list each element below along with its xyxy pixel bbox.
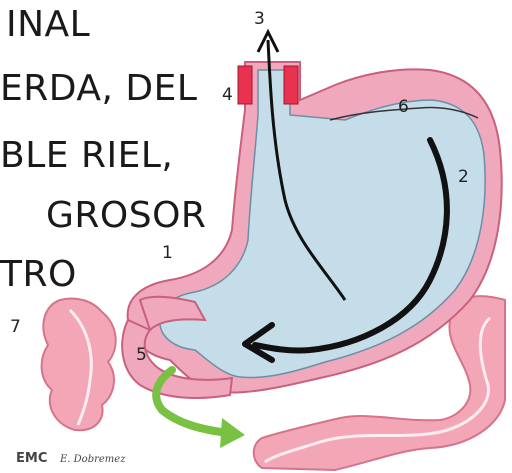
- sphincter-right: [284, 66, 298, 104]
- sphincter-left: [238, 66, 252, 104]
- label-6: 6: [398, 97, 409, 117]
- label-3: 3: [254, 9, 265, 29]
- label-1: 1: [162, 243, 173, 263]
- emptying-arrowhead: [220, 418, 245, 448]
- label-7: 7: [10, 317, 21, 337]
- publisher-logo: EMC: [16, 451, 47, 466]
- label-4: 4: [222, 85, 233, 105]
- author-signature: E. Dobremez: [60, 454, 125, 465]
- label-5: 5: [136, 345, 147, 365]
- label-2: 2: [458, 167, 469, 187]
